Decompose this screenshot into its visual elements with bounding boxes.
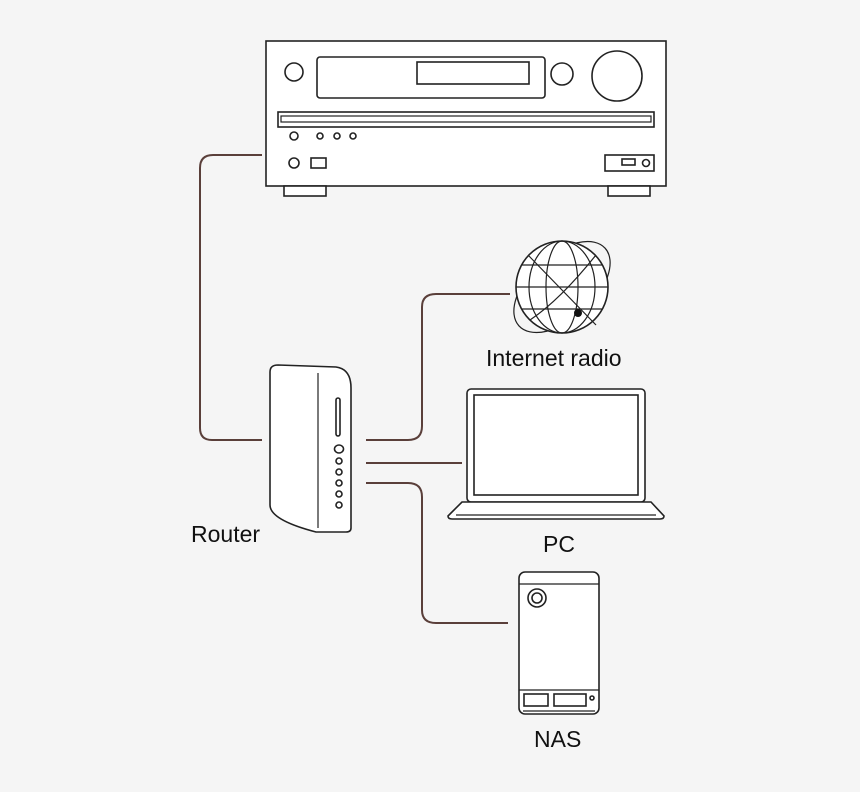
nas-label: NAS	[534, 726, 582, 752]
nas-device	[518, 571, 600, 715]
cable-router-to-internet-radio	[366, 293, 510, 441]
cable-router-to-nas	[366, 482, 508, 624]
receiver-disc-slot	[277, 111, 655, 128]
internet-radio-globe	[513, 240, 611, 334]
receiver-left-knob	[284, 62, 304, 82]
receiver-small-knob	[550, 62, 574, 86]
internet-radio-label: Internet radio	[486, 345, 622, 371]
pc-label: PC	[543, 531, 575, 557]
receiver-display-screen	[416, 61, 530, 85]
receiver-volume-knob	[591, 50, 643, 102]
router-label: Router	[191, 521, 261, 547]
receiver-power-button	[288, 157, 300, 169]
cable-router-to-receiver	[199, 154, 262, 441]
av-receiver	[265, 40, 667, 197]
pc-laptop	[447, 388, 665, 520]
router-device	[269, 364, 352, 533]
